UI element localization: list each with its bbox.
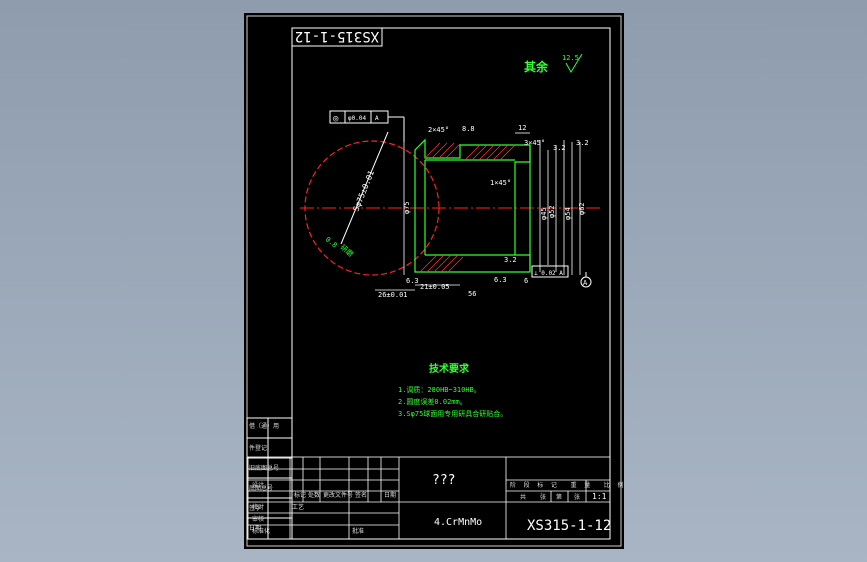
sheet-label-0: 共 <box>520 493 526 501</box>
tech-req-item-2: 2.圆度误差0.02mm。 <box>398 397 467 406</box>
dim-dia-45: φ45 <box>540 207 548 220</box>
dim-roughness-top: 8.8 <box>462 125 475 133</box>
header-cell-4: 重 <box>571 481 577 489</box>
side-label-0: 借（通）用 <box>249 422 279 430</box>
title-block <box>247 456 611 540</box>
dim-depth-12: 12 <box>518 124 526 132</box>
tolerance-value: φ0.04 <box>348 115 366 122</box>
outer-frame <box>246 15 622 547</box>
dim-len-6: 6 <box>524 277 528 285</box>
dim-len-26: 26±0.01 <box>378 291 408 299</box>
row-label-2: 更改文件号 <box>323 491 353 499</box>
side-label-1: 件登记 <box>249 444 267 452</box>
rotated-drawing-code: XS315-1-12 <box>295 28 379 44</box>
rotated-code-box <box>291 27 383 47</box>
dim-dia-52: φ52 <box>548 205 556 218</box>
sphere-radius-label: Sφ75±0.01 <box>352 169 377 213</box>
roughness-other-label: 其余 <box>524 59 549 74</box>
header-cell-2: 标 <box>537 481 543 489</box>
side-label-2: 旧底图总号 <box>249 464 279 472</box>
dim-chamfer-1x45: 1×45° <box>490 179 511 187</box>
left-label-3: 工艺 <box>292 503 304 511</box>
roughness-other-value: 12.5 <box>562 54 579 62</box>
side-label-3: 底图总号 <box>249 484 273 492</box>
tech-requirements-title: 技术要求 <box>429 362 470 375</box>
drawing-sheet <box>244 13 624 549</box>
side-label-4: 签字 <box>249 504 261 512</box>
dim-dia-62: φ62 <box>578 202 586 215</box>
left-label-4: 标准化 <box>252 527 270 535</box>
header-cells-row: 阶 段 标 记 重 量 比 例 <box>510 481 624 489</box>
perpendicularity-frame <box>531 265 569 278</box>
row-label-1: 处数 <box>308 491 320 499</box>
dim-dia-54: φ54 <box>564 207 572 220</box>
dim-chamfer-3x45: 3×45° <box>524 139 545 147</box>
header-cell-7: 例 <box>617 481 623 489</box>
left-label-1: 校对 <box>252 503 264 511</box>
sheet-label-2: 第 <box>556 493 562 501</box>
concentricity-frame: ◎ φ0.04 A <box>329 110 405 142</box>
dim-roughness-32c: 3.2 <box>504 256 517 264</box>
left-label-0: 设计 <box>252 481 264 489</box>
material: 4.CrMnMo <box>434 517 482 528</box>
part-name: ??? <box>432 473 455 488</box>
dim-len-21: 21±0.05 <box>420 283 450 291</box>
dim-roughness-32b: 3.2 <box>576 139 589 147</box>
dimension-lines <box>375 132 581 291</box>
datum-circle <box>580 276 592 288</box>
tolerance-symbol: ◎ <box>333 114 339 124</box>
dim-rough-63b: 6.3 <box>494 276 507 284</box>
sphere-roughness: 0.8 <box>324 235 339 249</box>
side-label-5: 日期 <box>249 524 261 532</box>
perpendicularity-text: ⊥ 0.02 A <box>534 270 563 277</box>
dim-roughness-32a: 3.2 <box>553 144 566 152</box>
row-label-3: 签名 <box>355 491 367 499</box>
row-label-4: 日期 <box>384 491 396 499</box>
sheet-label-3: 张 <box>574 493 580 501</box>
header-cell-5: 量 <box>584 482 590 489</box>
header-cell-6: 比 <box>604 481 610 489</box>
sphere-radius-leader <box>340 131 389 245</box>
dim-len-56: 56 <box>468 290 476 298</box>
datum-label: A <box>583 279 588 287</box>
dim-chamfer-2x45: 2×45° <box>428 126 449 134</box>
row-label-0: 标记 <box>294 491 306 499</box>
scale-value: 1:1 <box>592 492 607 501</box>
section-hatching <box>419 142 516 273</box>
dim-dia-75: φ75 <box>403 201 411 214</box>
header-cell-0: 阶 <box>510 481 516 489</box>
drawing-code: XS315-1-12 <box>527 518 611 534</box>
tech-req-item-1: 1.调质：280HB~310HB。 <box>398 385 481 394</box>
left-label-2: 审核 <box>252 515 264 523</box>
sphere-note: 研磨 <box>339 243 356 259</box>
roughness-other-symbol <box>565 53 583 73</box>
left-label-5: 批准 <box>352 527 364 535</box>
tolerance-datum: A <box>375 115 379 122</box>
inner-frame <box>291 27 611 540</box>
header-cell-3: 记 <box>551 482 557 489</box>
dim-rough-63a: 6.3 <box>406 277 419 285</box>
side-registration-strip <box>246 417 293 540</box>
sheet-label-1: 张 <box>540 493 546 501</box>
header-cell-1: 段 <box>524 481 530 489</box>
tech-req-item-3: 3.Sφ75球面用专用研具合研贴合。 <box>398 409 507 418</box>
